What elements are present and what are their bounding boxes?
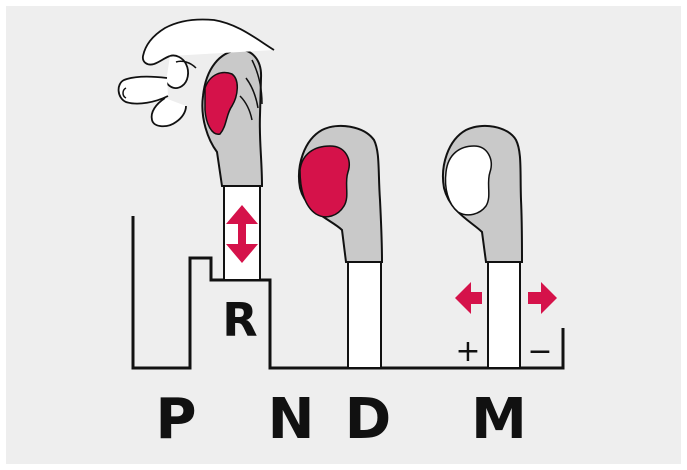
gear-label-neutral: N: [268, 387, 315, 452]
knob-button-drive: [300, 146, 349, 217]
gear-label-reverse: R: [222, 293, 257, 347]
lever-shaft-drive: [348, 260, 381, 368]
knob-button-manual: [446, 146, 492, 215]
lever-shaft-manual: [488, 260, 520, 368]
manual-minus-sign: −: [527, 334, 552, 369]
gear-label-manual: M: [471, 387, 527, 452]
gear-label-park: P: [155, 387, 196, 452]
gear-label-drive: D: [345, 387, 391, 452]
manual-plus-sign: +: [455, 334, 480, 369]
